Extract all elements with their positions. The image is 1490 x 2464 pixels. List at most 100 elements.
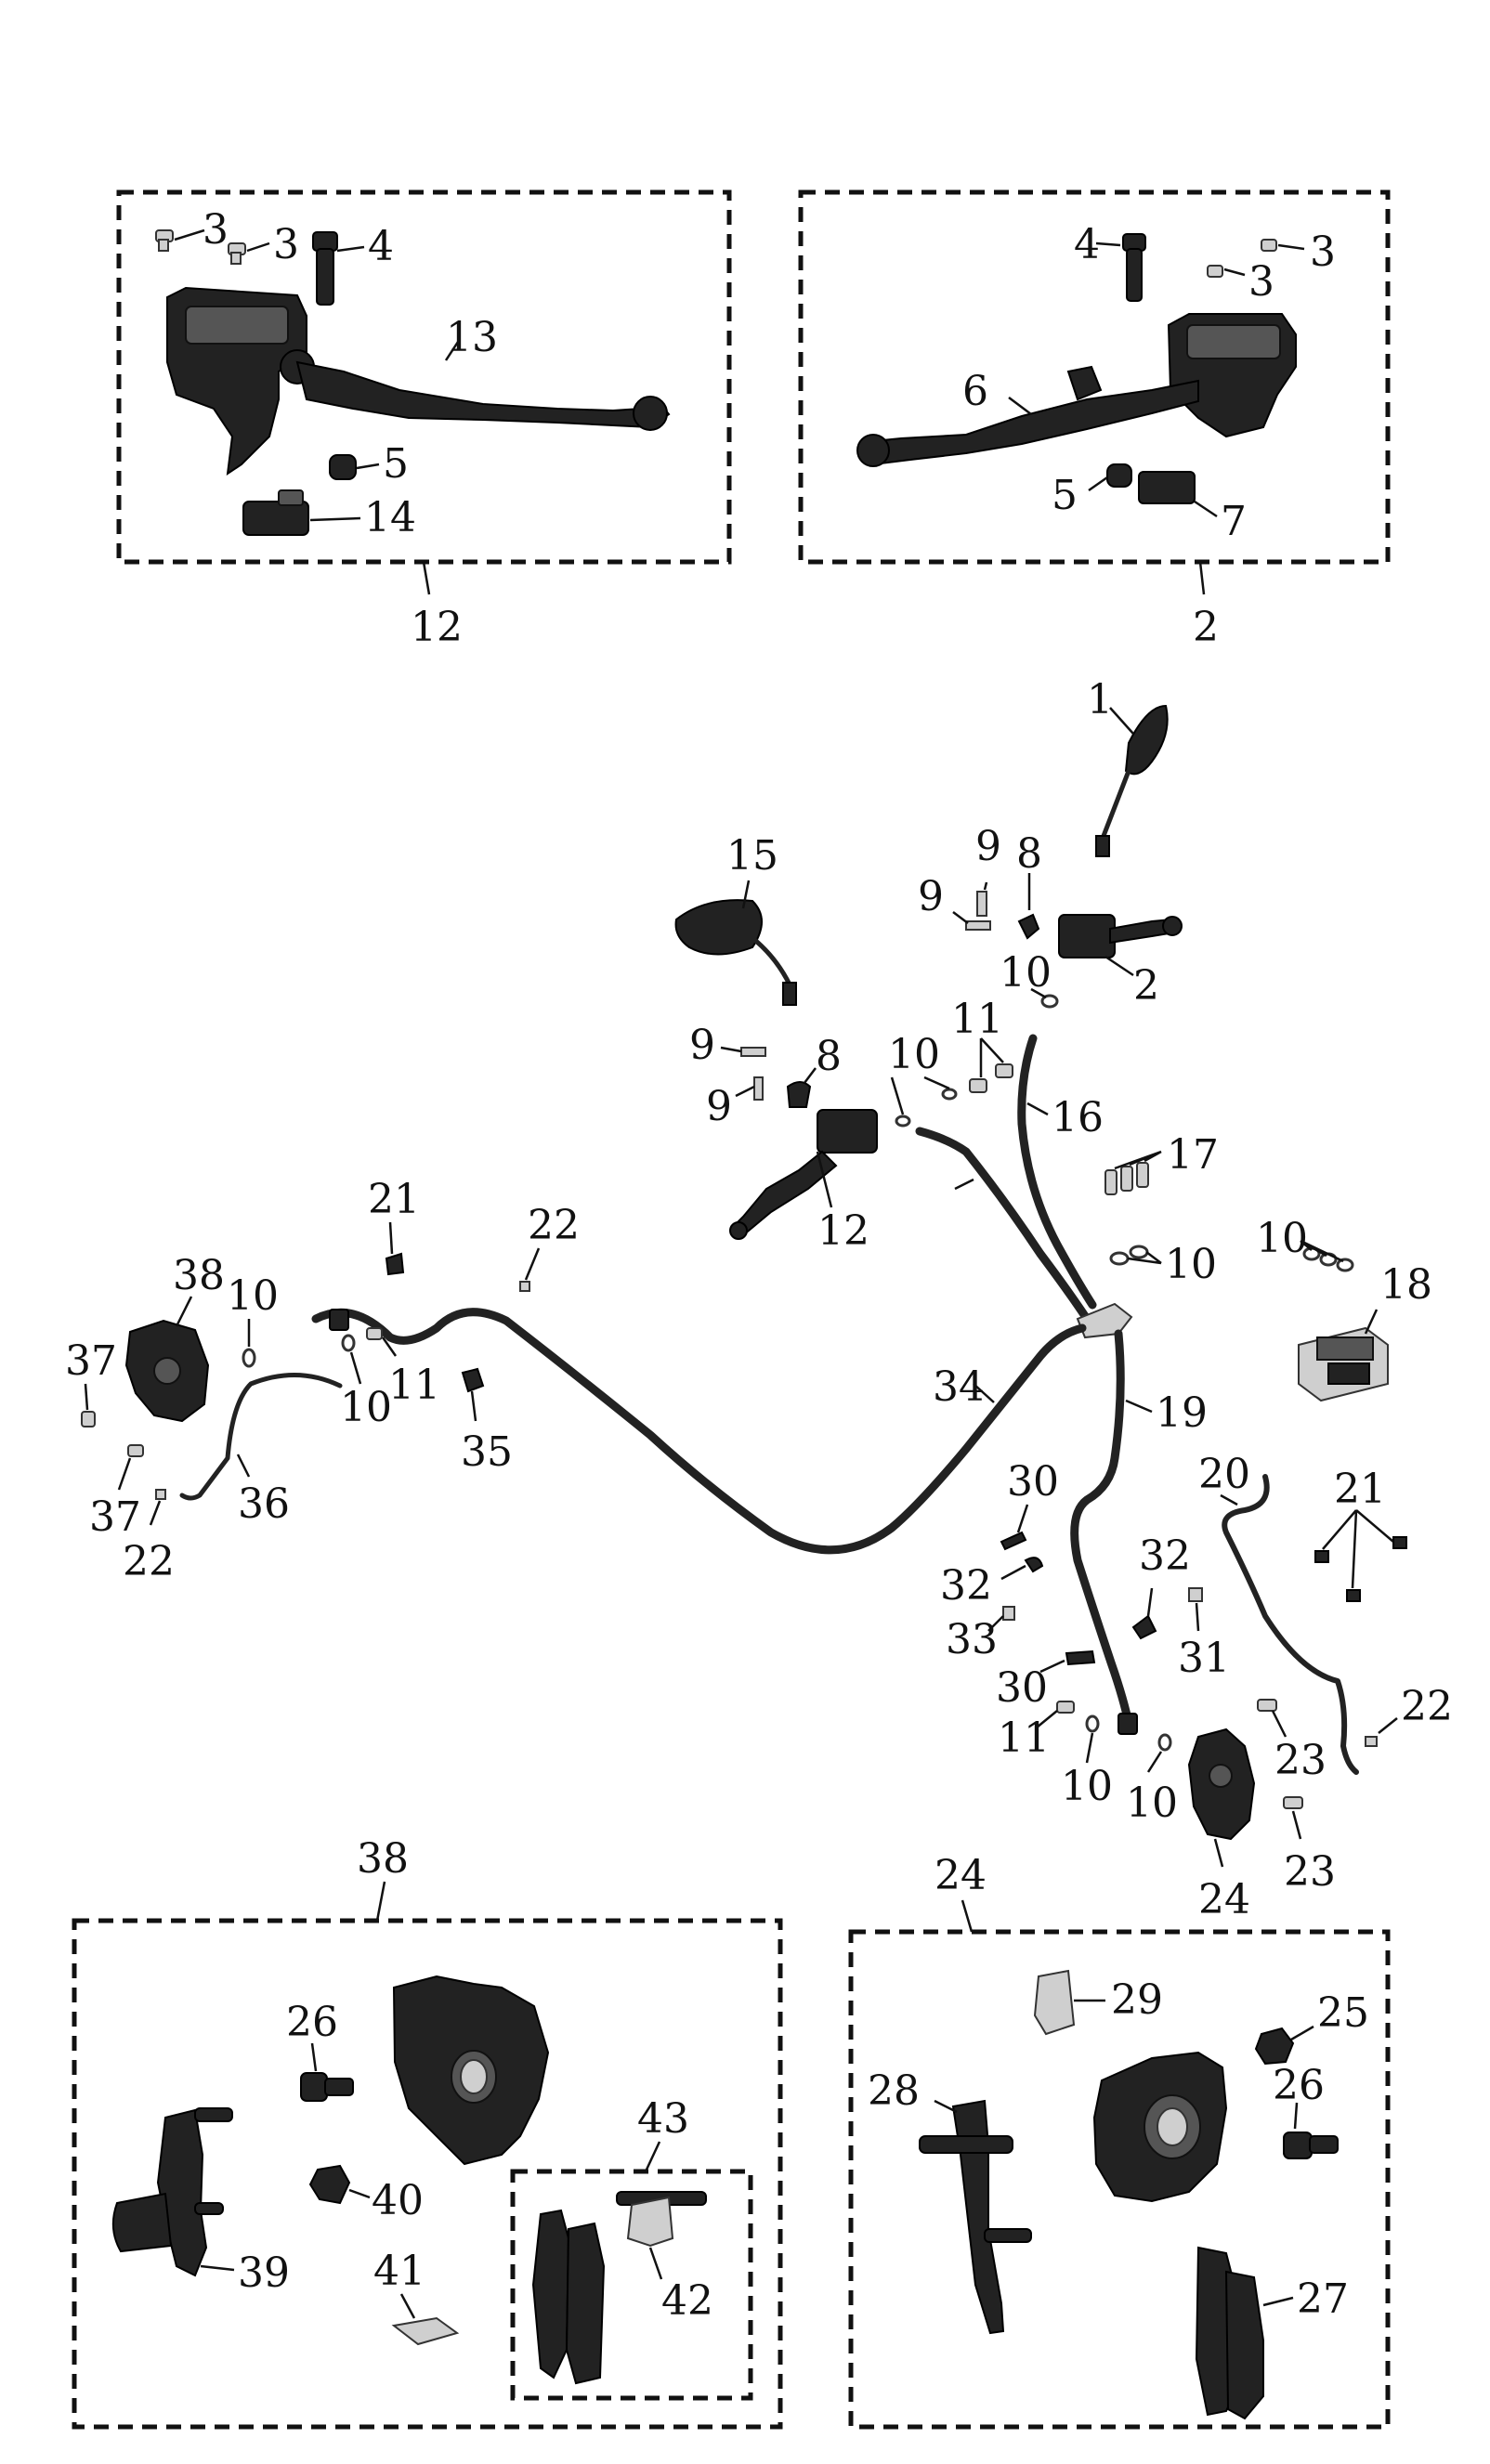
callout-43: 43: [637, 2095, 689, 2143]
clip-part: [155, 1489, 166, 1500]
pivot-bolt-part: [312, 231, 338, 306]
hose-fittings-part: [1104, 1162, 1149, 1195]
callout-22: 22: [1401, 1683, 1453, 1730]
handlebar-assembly: 1 15 2 8 9 9 10: [65, 676, 1453, 1923]
hose-clip-part: [1000, 1531, 1027, 1551]
callout-1: 1: [1087, 676, 1113, 724]
banjo-bolt-part: [969, 1078, 987, 1093]
callout-34: 34: [933, 1363, 985, 1411]
callout-3: 3: [1248, 258, 1274, 306]
rear-caliper-body-part: [392, 1975, 550, 2166]
washer-part: [341, 1334, 356, 1352]
callout-3: 3: [203, 206, 229, 254]
clamp-part: [786, 1081, 812, 1108]
caliper-bolt-part: [1257, 1699, 1277, 1712]
rear-caliper-exploded-group: 38 39 26 40 41: [72, 1835, 783, 2430]
callout-22: 22: [528, 1202, 580, 1249]
left-brake-lever-part: [295, 360, 671, 431]
brake-hose-part: [915, 1127, 1091, 1323]
plug-part: [308, 2164, 351, 2205]
callout-2: 2: [1193, 604, 1219, 651]
banjo-bolt-part: [995, 1063, 1013, 1078]
front-caliper-part: [1187, 1727, 1256, 1841]
callout-4: 4: [368, 223, 394, 270]
front-caliper-exploded-group: 24 29 28 25 26: [848, 1852, 1391, 2430]
washer-part: [1129, 1245, 1149, 1259]
rear-brake-hose-part: [311, 1308, 1087, 1555]
hose-guide-part: [1131, 1614, 1157, 1640]
rear-sensor-line-part: [179, 1372, 343, 1501]
callout-26: 26: [286, 1999, 338, 2046]
callout-19: 19: [1156, 1389, 1208, 1437]
callout-2: 2: [1133, 962, 1159, 1010]
callout-13: 13: [446, 314, 498, 361]
bolt-part: [1188, 1587, 1203, 1602]
callout-8: 8: [1016, 830, 1042, 878]
clutch-switch-part: [1138, 471, 1196, 504]
front-brake-hose-part: [1070, 1329, 1134, 1732]
right-master-cylinder-group: 4 3 3 6 5 7 2: [798, 189, 1391, 651]
callout-15: 15: [726, 832, 778, 880]
callout-11: 11: [388, 1362, 440, 1409]
callout-38: 38: [173, 1252, 225, 1299]
callout-10: 10: [227, 1272, 279, 1320]
washer-part: [1109, 1251, 1130, 1266]
callout-27: 27: [1297, 2275, 1349, 2323]
callout-6: 6: [962, 368, 988, 415]
pad-spring-part: [1033, 1969, 1076, 2036]
callout-11: 11: [951, 996, 1003, 1043]
hose-end-fitting: [329, 1309, 349, 1331]
callout-17: 17: [1167, 1131, 1219, 1179]
washer-part: [242, 1348, 256, 1368]
callout-10: 10: [1000, 949, 1052, 997]
rear-caliper-part: [124, 1319, 210, 1423]
callout-21: 21: [368, 1176, 420, 1223]
callout-10: 10: [1165, 1241, 1217, 1288]
bushing-part: [329, 454, 357, 480]
clutch-lever-part: [856, 365, 1199, 467]
left-master-cylinder-part: [166, 286, 315, 476]
callout-36: 36: [238, 1480, 290, 1528]
slide-pin-part: [1283, 2132, 1339, 2159]
callout-8: 8: [816, 1033, 842, 1080]
left-mirror-part: [674, 899, 797, 1006]
callout-42: 42: [661, 2277, 713, 2325]
callout-9: 9: [706, 1083, 732, 1130]
callout-9: 9: [975, 823, 1001, 870]
brake-switch-part: [242, 489, 309, 536]
callout-30: 30: [996, 1664, 1048, 1712]
callout-29: 29: [1111, 1976, 1163, 2024]
left-lever-assembly-part: [729, 1109, 878, 1240]
washer-part: [895, 1115, 911, 1128]
callout-24: 24: [1198, 1876, 1250, 1923]
callout-10: 10: [1126, 1780, 1178, 1827]
front-brake-pads-part: [1195, 2246, 1264, 2420]
callout-37: 37: [89, 1493, 141, 1541]
pivot-bolt-part: [1122, 233, 1146, 302]
slide-pin-part: [300, 2072, 354, 2102]
caliper-bracket-part: [111, 2107, 233, 2277]
callout-35: 35: [461, 1428, 513, 1476]
right-mirror-part: [1095, 704, 1169, 857]
callout-3: 3: [1310, 228, 1336, 276]
callout-5: 5: [383, 440, 409, 488]
callout-26: 26: [1273, 2062, 1325, 2109]
bleeder-cap-part: [1254, 2027, 1295, 2066]
callout-23: 23: [1284, 1848, 1336, 1896]
bolt-part: [740, 1047, 766, 1057]
caliper-bolt-part: [1283, 1796, 1303, 1809]
rear-caliper-dashed-box: [72, 1918, 783, 2430]
abs-sensor-line-part: [1222, 1474, 1359, 1775]
washer-set-part: [1302, 1246, 1354, 1272]
bolt-part: [976, 891, 987, 917]
callout-22: 22: [123, 1538, 175, 1585]
callout-10: 10: [340, 1384, 392, 1431]
screw-part: [1207, 265, 1223, 278]
callout-37: 37: [65, 1337, 117, 1385]
front-caliper-dashed-box: [848, 1929, 1391, 2430]
callout-9: 9: [918, 873, 944, 920]
front-caliper-body-part: [1092, 2051, 1228, 2203]
callout-39: 39: [238, 2249, 290, 2297]
pad-pin-part: [616, 2191, 707, 2248]
